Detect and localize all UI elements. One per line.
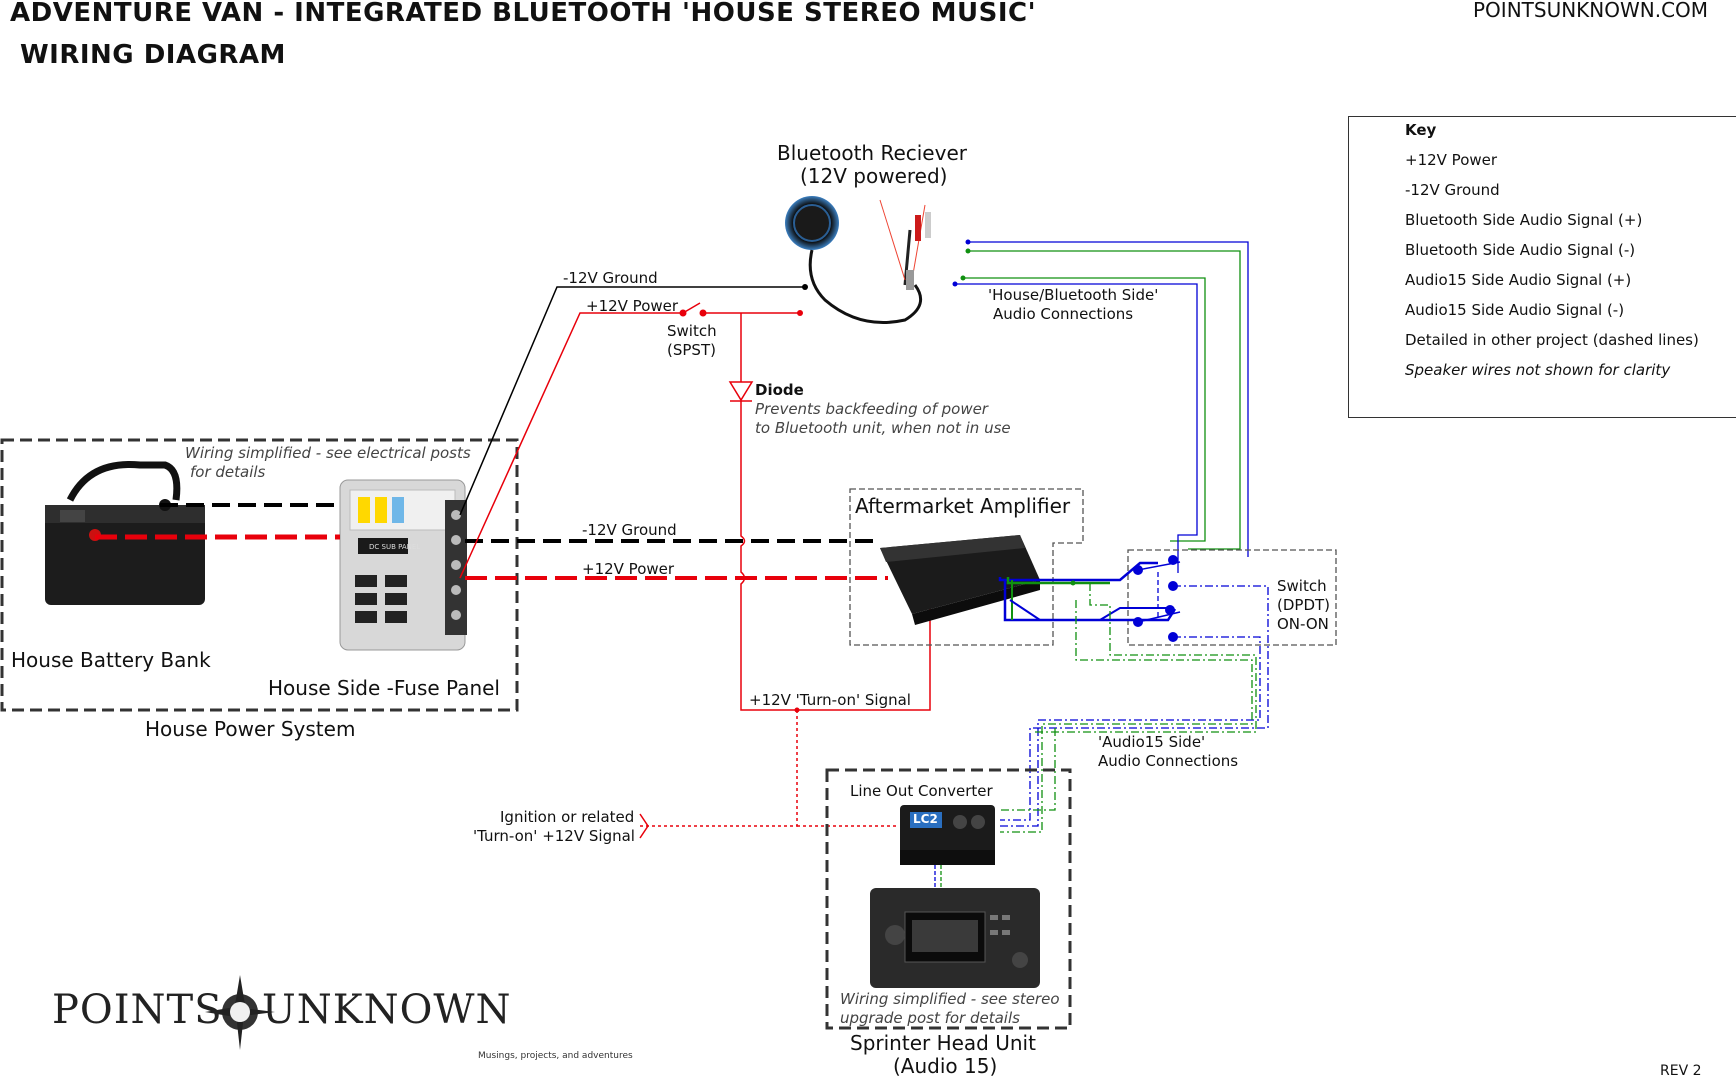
bluetooth-audio-label-2: Audio Connections — [993, 305, 1134, 323]
bluetooth-subtitle: (12V powered) — [800, 164, 948, 188]
dpdt-frame — [1127, 549, 1337, 646]
legend-item: Bluetooth Side Audio Signal (-) — [1405, 241, 1636, 259]
ground-mid-label: -12V Ground — [582, 521, 677, 539]
legend-item: Detailed in other project (dashed lines) — [1405, 331, 1699, 349]
head-unit-frame — [825, 768, 1072, 1030]
power-mid-label: +12V Power — [582, 560, 675, 578]
diode-label: Diode — [755, 381, 804, 399]
legend-item: Audio15 Side Audio Signal (+) — [1405, 271, 1632, 289]
brand-tagline: Musings, projects, and adventures — [478, 1051, 633, 1061]
dpdt-switch-mode: ON-ON — [1277, 615, 1329, 633]
dpdt-contacts — [1133, 555, 1181, 642]
head-unit-note: Wiring simplified - see stereo — [840, 990, 1060, 1008]
revision-label: REV 2 — [1660, 1063, 1702, 1079]
brand-compass-logo — [205, 975, 275, 1050]
spst-switch-label: Switch — [667, 322, 717, 340]
house-system-caption: House Power System — [145, 717, 356, 741]
ignition-label-2: 'Turn-on' +12V Signal — [473, 827, 635, 845]
house-note-2: for details — [190, 463, 266, 481]
diagram-title: ADVENTURE VAN - INTEGRATED BLUETOOTH 'HO… — [10, 0, 1037, 28]
spst-switch-type: (SPST) — [667, 341, 716, 359]
power-top-label: +12V Power — [586, 297, 679, 315]
audio15-label: 'Audio15 Side' — [1098, 733, 1206, 751]
line-out-converter-graphic — [900, 805, 995, 865]
dpdt-switch-type: (DPDT) — [1277, 596, 1331, 614]
diode-note-2: to Bluetooth unit, when not in use — [755, 419, 1011, 437]
converter-badge: LC2 — [913, 812, 938, 826]
amplifier-frame — [849, 488, 1084, 646]
bluetooth-receiver-graphic — [785, 196, 931, 324]
head-unit-caption-2: (Audio 15) — [893, 1054, 998, 1078]
fuse-panel-label: House Side -Fuse Panel — [268, 676, 500, 700]
ground-top-label: -12V Ground — [563, 269, 658, 287]
diode-note: Prevents backfeeding of power — [755, 400, 988, 418]
amplifier-label: Aftermarket Amplifier — [855, 494, 1071, 518]
legend-note: Speaker wires not shown for clarity — [1405, 361, 1671, 379]
brand-logo-left: POINTS — [52, 987, 223, 1033]
audio15-label-2: Audio Connections — [1098, 752, 1239, 770]
amplifier-graphic — [880, 535, 1040, 625]
converter-label: Line Out Converter — [850, 782, 993, 800]
fuse-panel-graphic — [339, 479, 467, 651]
house-note: Wiring simplified - see electrical posts — [185, 444, 471, 462]
legend-item: Audio15 Side Audio Signal (-) — [1405, 301, 1625, 319]
dpdt-switch-label: Switch — [1277, 577, 1327, 595]
turnon-label: +12V 'Turn-on' Signal — [749, 691, 911, 709]
head-unit-note-2: upgrade post for details — [840, 1009, 1020, 1027]
bluetooth-audio-label: 'House/Bluetooth Side' — [988, 286, 1159, 304]
diagram-subtitle: WIRING DIAGRAM — [20, 40, 286, 70]
ignition-label: Ignition or related — [500, 808, 635, 826]
battery-graphic — [45, 460, 205, 605]
legend-item: -12V Ground — [1405, 181, 1500, 199]
site-url: POINTSUNKNOWN.COM — [1473, 0, 1709, 22]
head-unit-caption: Sprinter Head Unit — [850, 1031, 1036, 1055]
bluetooth-title: Bluetooth Reciever — [777, 141, 967, 165]
legend-item: +12V Power — [1405, 151, 1498, 169]
legend-heading: Key — [1405, 121, 1437, 139]
house-system-frame — [0, 438, 519, 712]
brand-logo-right: UNKNOWN — [262, 987, 512, 1033]
battery-label: House Battery Bank — [11, 648, 211, 672]
legend-key: Key +12V Power -12V Ground Bluetooth Sid… — [1348, 116, 1736, 418]
head-unit-graphic — [870, 888, 1040, 988]
legend-item: Bluetooth Side Audio Signal (+) — [1405, 211, 1643, 229]
fuse-panel-tag: DC SUB PANEL — [369, 543, 421, 551]
